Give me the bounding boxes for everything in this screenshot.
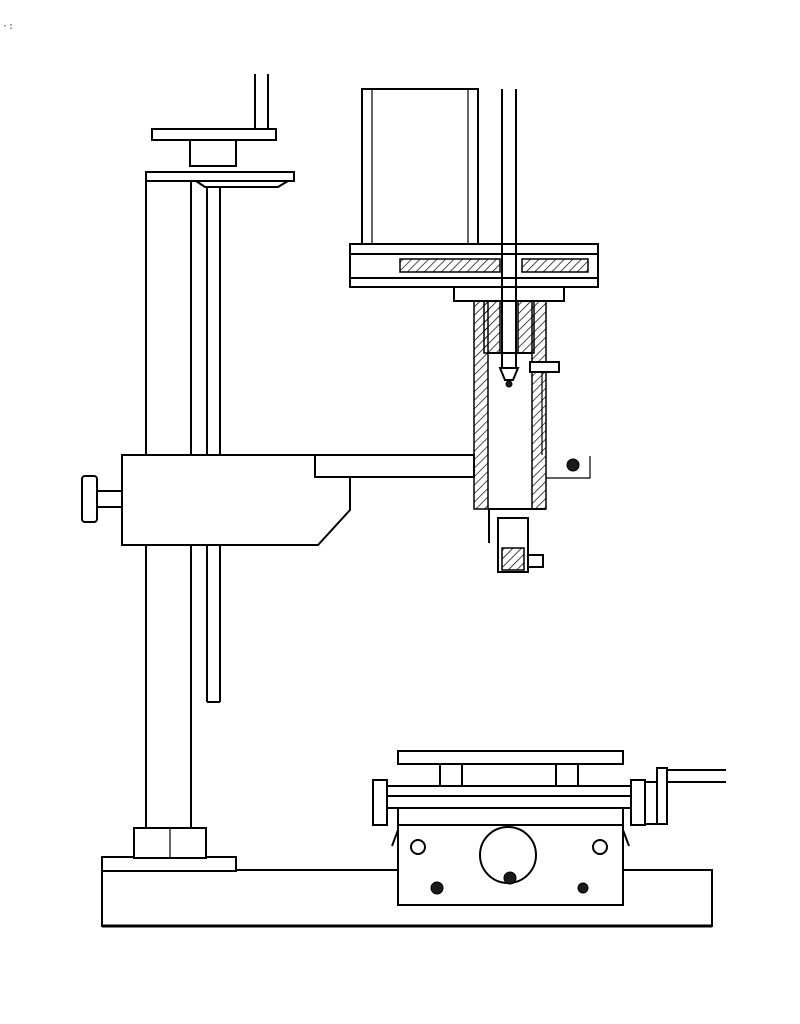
guide-rod (206, 186, 221, 703)
top-bracket (145, 74, 295, 188)
side-set-screw[interactable] (546, 456, 591, 479)
table-base (391, 824, 630, 906)
motor-housing (361, 88, 479, 245)
xy-cross-table (372, 750, 646, 826)
vertical-column (145, 180, 192, 828)
horizontal-arm (314, 454, 475, 478)
corner-mark: ·: (2, 21, 15, 32)
bearing-plate (349, 243, 599, 302)
clamp-knob[interactable] (81, 475, 123, 523)
column-foot (101, 827, 237, 872)
spindle-sleeve (473, 300, 547, 510)
drive-shaft (498, 89, 520, 388)
adjustment-handwheel[interactable] (644, 767, 726, 825)
side-lever[interactable] (529, 361, 560, 455)
probe-holder (488, 509, 544, 573)
